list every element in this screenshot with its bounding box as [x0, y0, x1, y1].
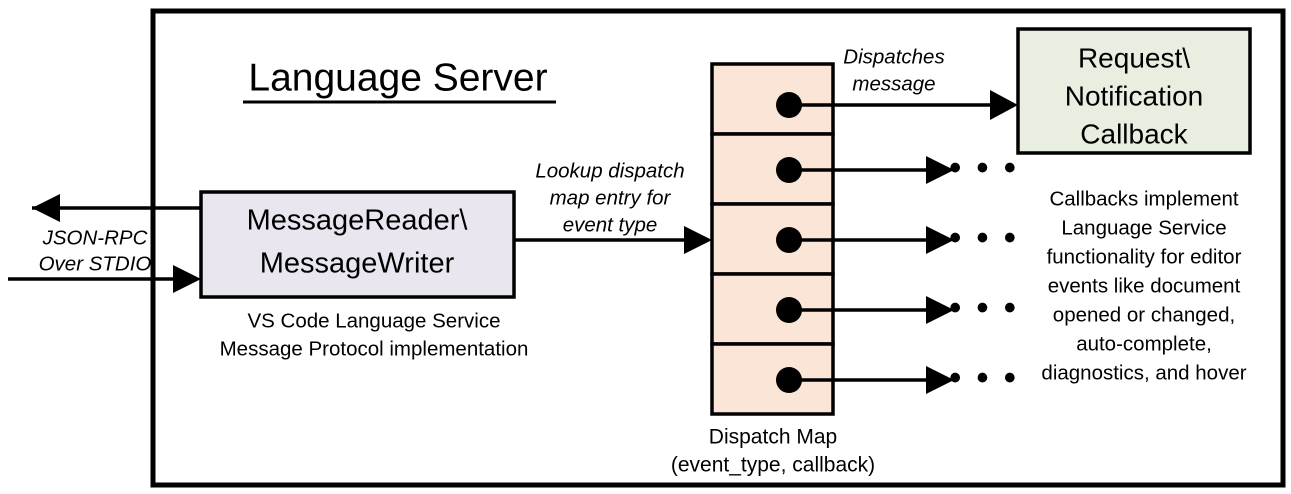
dispatch-map-caption-line2: (event_type, callback)	[671, 454, 875, 477]
message-box-caption-line2: Message Protocol implementation	[220, 337, 529, 360]
jsonrpc-outbound-arrow	[32, 194, 201, 222]
dispatches-label-line1: Dispatches	[843, 45, 944, 68]
callback-caption-line2: Language Service	[1061, 216, 1226, 239]
message-reader-writer-box[interactable]	[199, 190, 516, 299]
lookup-label-line2: map entry for	[550, 186, 672, 209]
message-box-line1: MessageReader\	[247, 205, 469, 237]
dispatch-arrow-row-3	[789, 226, 954, 254]
callback-box-line1: Request\	[1078, 42, 1190, 73]
dispatch-ellipsis-row-5: • • •	[949, 359, 1019, 397]
message-box-line2: MessageWriter	[260, 248, 455, 280]
callback-caption-line7: diagnostics, and hover	[1041, 361, 1246, 384]
lookup-label-line1: Lookup dispatch	[535, 159, 684, 182]
dispatch-ellipsis-row-4: • • •	[949, 289, 1019, 327]
jsonrpc-label-line2: Over STDIO	[39, 252, 152, 275]
callback-caption-line5: opened or changed,	[1053, 303, 1235, 326]
callback-box-line3: Callback	[1080, 118, 1188, 149]
dispatch-ellipsis-row-2: • • •	[949, 149, 1019, 187]
lookup-label-line3: event type	[563, 213, 658, 236]
dispatch-arrow-row-5	[789, 366, 954, 394]
callback-box-line2: Notification	[1065, 80, 1204, 111]
dispatches-label-line2: message	[852, 72, 935, 95]
callback-caption-line1: Callbacks implement	[1049, 187, 1238, 210]
dispatch-arrow-row-2	[789, 156, 954, 184]
jsonrpc-inbound-arrow	[8, 265, 201, 293]
language-server-boundary	[150, 8, 1286, 488]
request-notification-callback-box[interactable]	[1016, 27, 1252, 155]
dispatch-map-row[interactable]	[710, 62, 835, 136]
jsonrpc-label-line1: JSON-RPC	[42, 226, 148, 249]
dispatch-arrow-row-4	[789, 296, 954, 324]
callback-caption-line3: functionality for editor	[1047, 245, 1242, 268]
page-title: Language Server	[248, 56, 547, 99]
callback-caption-line4: events like document	[1048, 274, 1241, 297]
message-box-caption-line1: VS Code Language Service	[247, 309, 500, 332]
callback-caption-line6: auto-complete,	[1076, 332, 1212, 355]
dispatch-map-caption-line1: Dispatch Map	[709, 426, 837, 449]
lookup-dispatch-arrow	[514, 226, 712, 254]
dispatch-ellipsis-row-3: • • •	[949, 219, 1019, 257]
dispatch-arrow-row-1	[789, 90, 1018, 120]
